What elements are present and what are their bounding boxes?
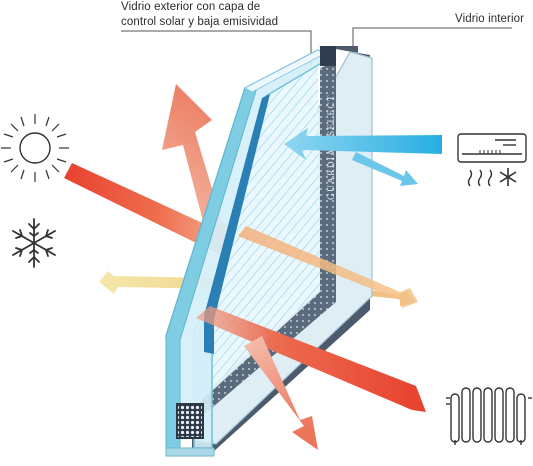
outer-glass-label: Vidrio exterior con capa de control sola… (121, 0, 278, 29)
spacer-block-top (320, 46, 336, 66)
snowflake-icon (12, 218, 56, 268)
outgoing-heat-arrow (196, 306, 426, 412)
desiccant-spacer (176, 403, 204, 439)
cool-air-arrow (284, 128, 442, 160)
bottom-glass-edge (165, 447, 215, 457)
air-conditioner-icon (457, 133, 527, 187)
coated-pane-edge (204, 94, 270, 354)
outer-glass-label-line-2: control solar y baja emisividad (121, 15, 279, 28)
sun-icon (1, 114, 69, 182)
solar-ray-arrow (64, 163, 235, 262)
radiator-icon (446, 387, 532, 445)
inner-glass-leader (352, 27, 512, 50)
inner-glass-label: Vidrio interior (455, 13, 525, 25)
outer-glass-leader (121, 30, 312, 65)
spacer-bar (200, 62, 336, 418)
reflected-cool-arrow (352, 152, 418, 186)
absorbed-heat-arrow (244, 336, 318, 450)
reflected-heat-arrow (162, 84, 240, 248)
outer-glass-label-line-1: Vidrio exterior con capa de (121, 1, 261, 13)
transmitted-light-arrow (238, 226, 418, 308)
